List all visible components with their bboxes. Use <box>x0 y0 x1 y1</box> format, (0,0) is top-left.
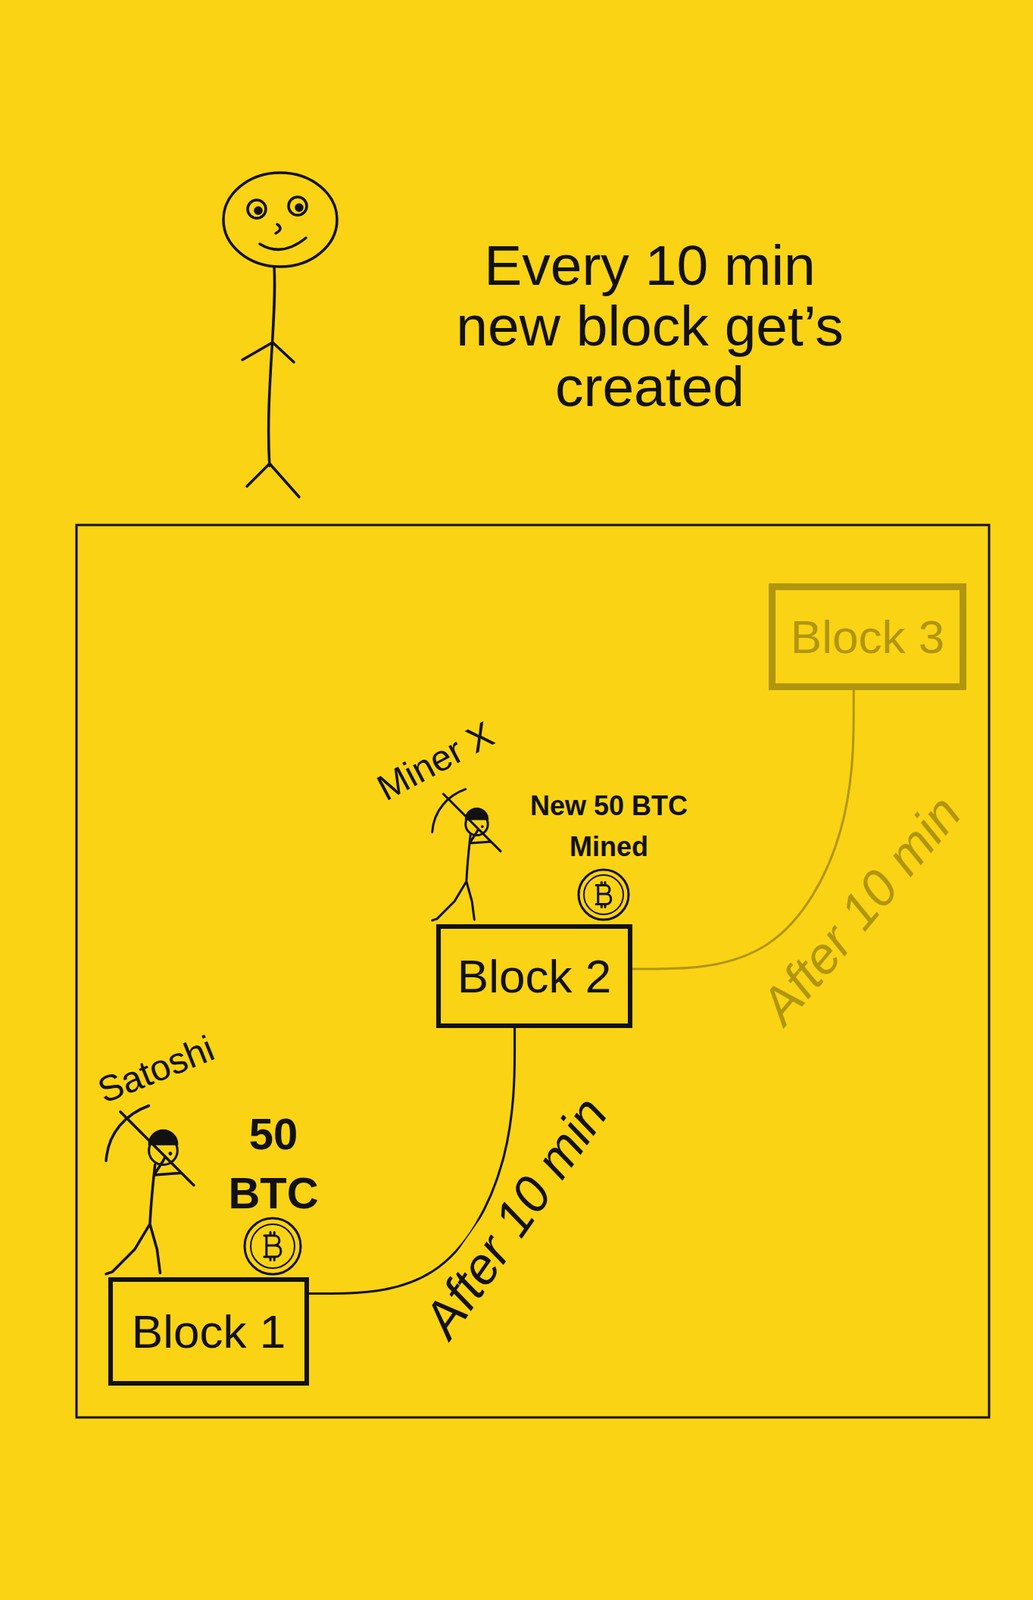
title-anchor: Every 10 min new block get’s created <box>437 234 862 417</box>
figure-smile <box>259 237 306 250</box>
coin-rim <box>244 1217 301 1274</box>
coin-inner <box>583 874 624 915</box>
block-box: Block 2 <box>436 923 633 1028</box>
edge-label-anchor: After 10 min <box>747 781 974 1037</box>
figure-pupil <box>296 204 303 211</box>
figure-eye <box>247 199 266 219</box>
miner-eye <box>480 824 484 828</box>
miner-hat <box>465 808 488 820</box>
block-label: Block 3 <box>790 609 945 665</box>
time-label: After 10 min <box>410 1082 620 1349</box>
time-label: After 10 min <box>747 781 974 1037</box>
stick-figure <box>223 172 338 497</box>
miner-figure <box>106 1104 194 1274</box>
figure-legs <box>246 463 300 497</box>
bitcoin-coin <box>578 869 629 920</box>
figure-nose <box>275 224 281 234</box>
label-anchor: Miner X <box>370 712 501 809</box>
block-box: Block 1 <box>108 1276 309 1386</box>
label-anchor: Satoshi <box>91 1026 220 1112</box>
miner-body <box>106 1104 194 1274</box>
heading-note: Every 10 min new block get’s created <box>437 234 862 417</box>
bitcoin-coin <box>244 1217 301 1274</box>
bitcoin-sign <box>264 1232 281 1261</box>
miner-name: Satoshi <box>91 1026 220 1112</box>
label-anchor: 50 BTC <box>216 1104 331 1223</box>
block-label: Block 1 <box>131 1304 286 1359</box>
bitcoin-sign <box>596 882 612 908</box>
figure-head <box>223 172 338 267</box>
figure-pupil <box>255 207 262 214</box>
block-box: Block 3 <box>768 583 967 690</box>
label-anchor: New 50 BTC Mined <box>518 785 700 868</box>
figure-eye <box>288 196 307 216</box>
coin-rim <box>578 869 629 920</box>
edge-label-anchor: After 10 min <box>410 1082 620 1349</box>
reward-note: 50 BTC <box>216 1104 331 1223</box>
coin-inner <box>250 1223 295 1268</box>
figure-body <box>268 266 275 466</box>
block-label: Block 2 <box>457 948 612 1004</box>
miner-name: Miner X <box>370 712 501 809</box>
miner-body <box>432 789 501 921</box>
miner-hat <box>149 1129 178 1145</box>
miner-eye <box>168 1151 172 1155</box>
chain-frame <box>76 524 990 1417</box>
reward-note: New 50 BTC Mined <box>518 785 700 868</box>
figure-arms <box>242 342 294 363</box>
miner-figure <box>432 789 501 921</box>
